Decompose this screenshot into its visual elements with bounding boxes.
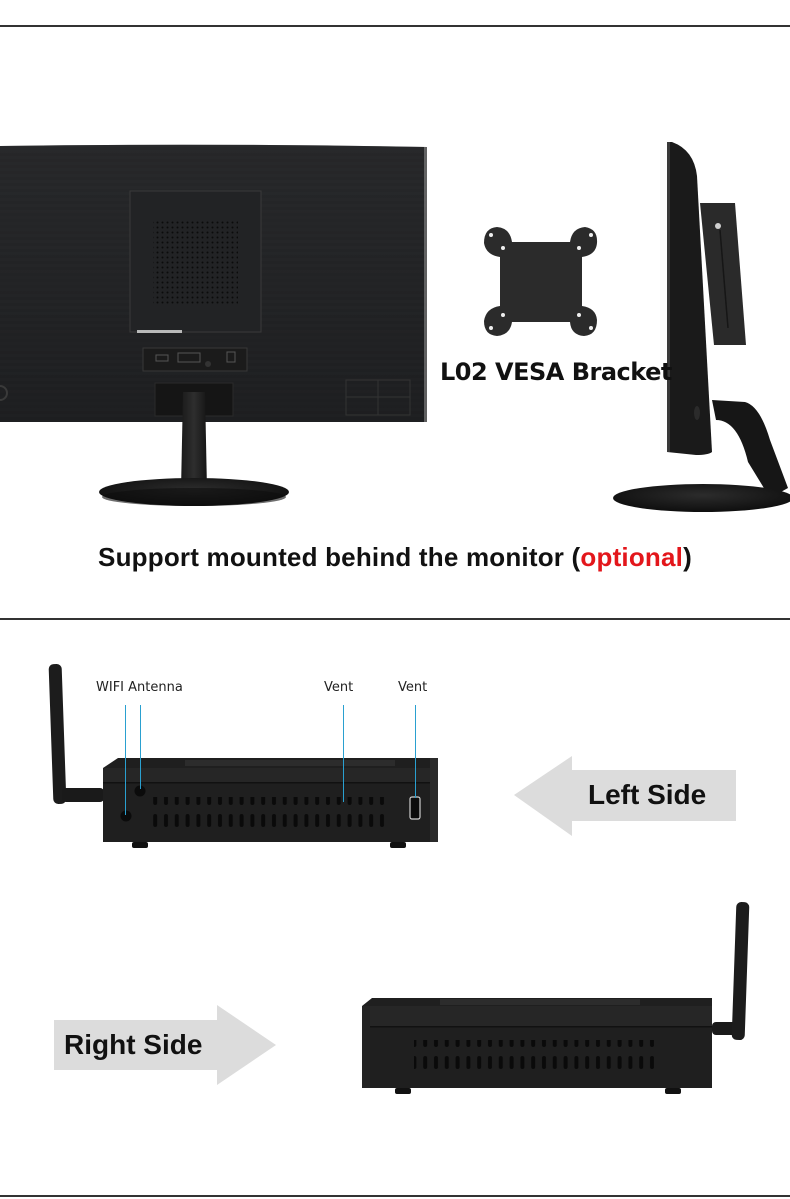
device-right-side xyxy=(362,902,750,1094)
vent-leader-2 xyxy=(415,705,416,798)
monitor-mount-illustration xyxy=(0,142,790,512)
monitor-stand xyxy=(99,382,289,506)
vent-leader-1 xyxy=(343,705,344,802)
monitor-ports-panel xyxy=(142,347,248,372)
mounting-caption: Support mounted behind the monitor (opti… xyxy=(0,542,790,573)
wifi-antenna-callout: WIFI Antenna xyxy=(96,680,183,695)
caption-main-text: Support mounted behind the monitor ( xyxy=(98,542,581,572)
wifi-antenna-leader-1 xyxy=(125,705,126,815)
right-side-label: Right Side xyxy=(64,1029,203,1060)
left-side-label: Left Side xyxy=(588,779,707,810)
monitor-side-view xyxy=(613,142,790,512)
vent-callout-1: Vent xyxy=(324,680,354,695)
middle-divider xyxy=(0,618,790,620)
vent-callout-2: Vent xyxy=(398,680,428,695)
caption-optional-highlight: optional xyxy=(580,542,684,572)
caption-end-text: ) xyxy=(683,542,692,572)
bottom-divider xyxy=(0,1195,790,1197)
vesa-bracket-image xyxy=(484,227,598,336)
wifi-antenna-leader-2 xyxy=(140,705,141,789)
vesa-bracket-label: L02 VESA Bracket xyxy=(440,358,672,386)
top-divider xyxy=(0,25,790,27)
mini-pc-mounted xyxy=(129,190,262,333)
